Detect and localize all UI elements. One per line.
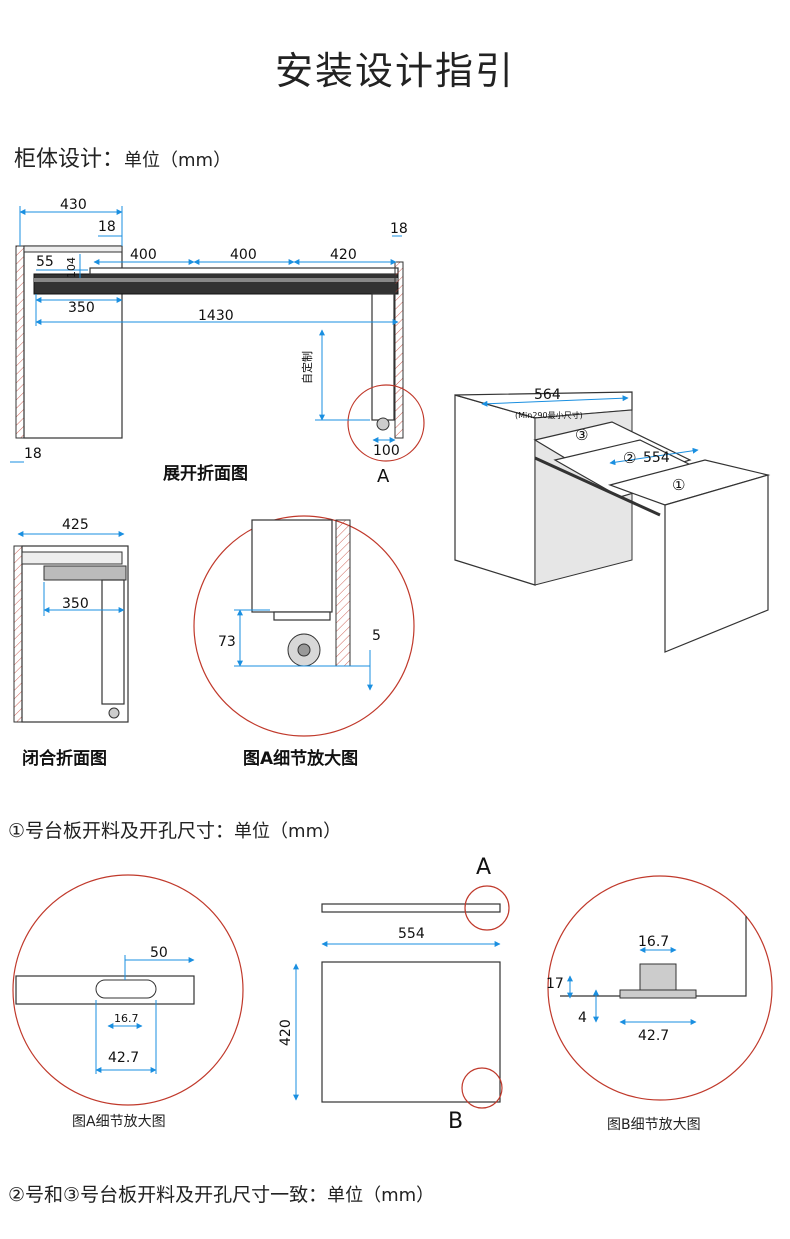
board-detail-a-slot: [95, 979, 157, 999]
detail-a-end-panel: [335, 519, 351, 667]
caption-board-detail-a: 图A细节放大图: [72, 1114, 166, 1130]
label-a-marker: A: [377, 466, 390, 487]
end-panel: [664, 474, 769, 653]
caption-closed: 闭合折面图: [22, 749, 107, 769]
closed-top: [21, 551, 123, 565]
closed-side-panel: [13, 545, 23, 723]
slide-rail-inner: [34, 278, 398, 282]
board-detail-b-marker: [461, 1067, 503, 1109]
dim-16-7-b: 16.7: [638, 934, 669, 950]
closed-caster: [108, 707, 120, 719]
cabinet-top: [23, 245, 123, 253]
dim-18-top: 18: [98, 219, 116, 235]
section-cabinet-design-title: 柜体设计：单位（mm）: [14, 141, 231, 173]
perspective-3d-view: 564 (Min290最小尺寸) ③ ② 554 ①: [454, 387, 771, 653]
dim-55: 55: [36, 254, 54, 270]
dim-min-290: (Min290最小尺寸): [515, 410, 583, 420]
caption-expanded: 展开折面图: [163, 464, 248, 484]
cabinet-front-face: [454, 394, 536, 586]
dim-custom-height: 自定制: [300, 351, 314, 384]
detail-a-circle: [347, 384, 425, 462]
board-detail-a-marker: [464, 885, 510, 931]
board-detail-a-view: 50 16.7 42.7: [12, 874, 244, 1106]
dim-18-bottom: 18: [24, 446, 42, 462]
dim-16-7-a: 16.7: [114, 1012, 139, 1025]
label-b-board: B: [448, 1109, 463, 1134]
section-board1-label: ①号台板开料及开孔尺寸：: [8, 820, 235, 842]
caption-board-detail-b: 图B细节放大图: [607, 1117, 701, 1133]
section-board23-title: ②号和③号台板开料及开孔尺寸一致：单位（mm）: [8, 1180, 434, 1207]
closed-folding-view: 425 350: [13, 517, 129, 723]
right-end-panel: [394, 261, 404, 439]
caption-detail-a: 图A细节放大图: [243, 749, 359, 769]
table-board: [89, 267, 399, 275]
dim-42-7-b: 42.7: [638, 1028, 669, 1044]
detail-a-mount-plate: [273, 611, 331, 621]
dim-420: 420: [330, 247, 357, 263]
dim-100: 100: [373, 443, 400, 459]
label-a-board: A: [476, 855, 491, 880]
dim-420-board: 420: [278, 1019, 294, 1046]
board-plan: [321, 961, 501, 1103]
dim-4: 4: [578, 1010, 587, 1026]
dim-350-closed: 350: [62, 596, 89, 612]
slide-rail: [33, 273, 399, 295]
section-board1-unit: 单位（mm）: [234, 821, 342, 842]
board-detail-b-circle: [547, 875, 773, 1101]
dim-425: 425: [62, 517, 89, 533]
dim-400-second: 400: [230, 247, 257, 263]
dim-42-7-a: 42.7: [108, 1050, 139, 1066]
page-title: 安装设计指引: [274, 49, 515, 93]
caster-wheel: [376, 417, 390, 431]
rail-3d: [534, 456, 661, 517]
detail-a-leg: [251, 519, 333, 613]
dim-1430: 1430: [198, 308, 234, 324]
section-board23-label: ②号和③号台板开料及开孔尺寸一致：: [8, 1184, 328, 1206]
section-board23-unit: 单位（mm）: [327, 1185, 435, 1206]
board-detail-a-circle: [12, 874, 244, 1106]
board-detail-b-plate: [619, 989, 697, 999]
cabinet-side-panel: [15, 245, 25, 439]
dim-430: 430: [60, 197, 87, 213]
board-detail-b-bracket: [639, 963, 677, 991]
board-edge-view: [321, 903, 501, 913]
expanded-folding-view: 430 18 18 55 104 400 400 420 350 1430 自定…: [10, 197, 425, 487]
dim-350: 350: [68, 300, 95, 316]
dim-18-right: 18: [390, 221, 408, 237]
closed-rail: [43, 565, 127, 581]
dim-5: 5: [372, 628, 381, 644]
dim-17: 17: [546, 976, 564, 992]
detail-a-view: 73 5: [193, 515, 415, 737]
dim-73: 73: [218, 634, 236, 650]
dim-554-3d: 554: [643, 450, 670, 466]
label-board-2: ②: [623, 449, 636, 467]
dim-104: 104: [65, 257, 78, 278]
dim-50: 50: [150, 945, 168, 961]
dim-554-board: 554: [398, 926, 425, 942]
section-cabinet-unit: 单位（mm）: [124, 150, 232, 171]
section-board1-title: ①号台板开料及开孔尺寸：单位（mm）: [8, 816, 341, 843]
label-board-1: ①: [672, 476, 685, 494]
dim-400-first: 400: [130, 247, 157, 263]
board-plan-view: A 554 420 B: [278, 855, 510, 1134]
closed-leg: [101, 579, 125, 705]
support-leg: [371, 293, 395, 421]
detail-a-axle: [297, 643, 311, 657]
dim-564: 564: [534, 387, 561, 403]
detail-a-zoom-circle: [193, 515, 415, 737]
section-cabinet-label: 柜体设计：: [14, 147, 125, 172]
board-detail-b-view: 16.7 17 4 42.7: [546, 875, 773, 1101]
label-board-3: ③: [575, 426, 588, 444]
